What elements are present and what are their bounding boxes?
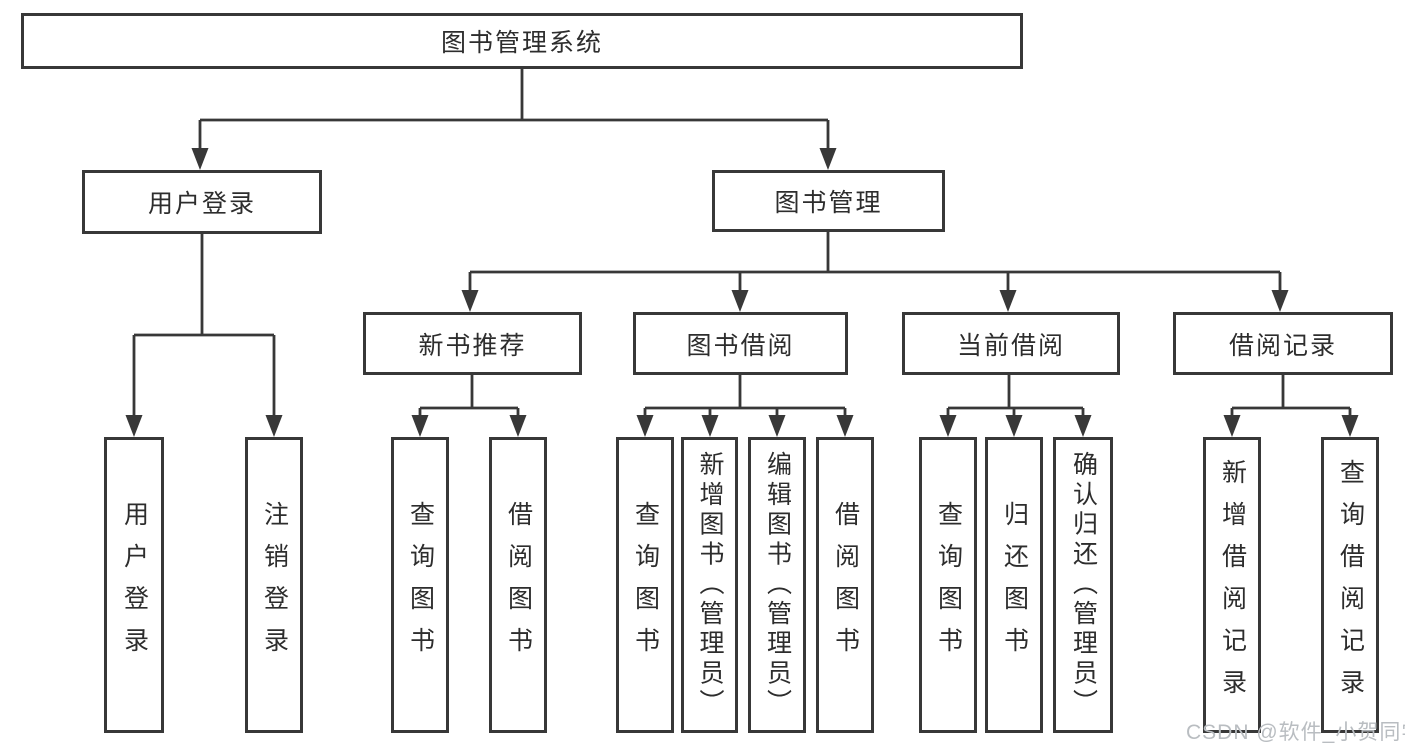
node-label-leaf-logout: 注销登录 bbox=[260, 501, 289, 669]
node-leaf-query-books-2: 查询图书 bbox=[616, 437, 674, 733]
arrowhead-down-icon bbox=[509, 415, 527, 437]
node-leaf-confirm-return: 确认归还（管理员） bbox=[1053, 437, 1113, 733]
node-book-borrowing: 图书借阅 bbox=[633, 312, 848, 375]
node-leaf-add-books: 新增图书（管理员） bbox=[681, 437, 738, 733]
node-user-login: 用户登录 bbox=[82, 170, 322, 234]
node-leaf-return-books: 归还图书 bbox=[985, 437, 1043, 733]
node-label-leaf-query-borrow-record: 查询借阅记录 bbox=[1336, 459, 1365, 711]
arrowhead-down-icon bbox=[411, 415, 429, 437]
node-leaf-add-borrow-record: 新增借阅记录 bbox=[1203, 437, 1261, 733]
node-current-borrowing: 当前借阅 bbox=[902, 312, 1120, 375]
node-label-leaf-query-books-1: 查询图书 bbox=[406, 501, 435, 669]
node-leaf-borrow-books-2: 借阅图书 bbox=[816, 437, 874, 733]
node-label-book-management: 图书管理 bbox=[774, 189, 883, 217]
node-leaf-borrow-books-1: 借阅图书 bbox=[489, 437, 547, 733]
node-leaf-edit-books: 编辑图书（管理员） bbox=[748, 437, 806, 733]
arrowhead-down-icon bbox=[125, 415, 143, 437]
arrowhead-down-icon bbox=[731, 290, 749, 312]
node-root: 图书管理系统 bbox=[21, 13, 1023, 69]
arrowhead-down-icon bbox=[768, 415, 786, 437]
node-label-root: 图书管理系统 bbox=[440, 29, 603, 57]
node-label-book-borrowing: 图书借阅 bbox=[686, 331, 795, 360]
arrowhead-down-icon bbox=[1074, 415, 1092, 437]
arrowhead-down-icon bbox=[701, 415, 719, 437]
node-label-user-login: 用户登录 bbox=[147, 190, 256, 218]
arrowhead-down-icon bbox=[999, 290, 1017, 312]
watermark: CSDN @软件_小贺同学 bbox=[1186, 721, 1405, 744]
arrowhead-down-icon bbox=[939, 415, 957, 437]
node-label-leaf-query-books-3: 查询图书 bbox=[934, 501, 963, 669]
node-label-leaf-borrow-books-1: 借阅图书 bbox=[504, 501, 533, 669]
node-label-leaf-edit-books: 编辑图书（管理员） bbox=[763, 451, 792, 719]
node-leaf-query-books-3: 查询图书 bbox=[919, 437, 977, 733]
arrowhead-down-icon bbox=[636, 415, 654, 437]
node-leaf-query-books-1: 查询图书 bbox=[391, 437, 449, 733]
arrowhead-down-icon bbox=[1271, 290, 1289, 312]
arrowhead-down-icon bbox=[191, 148, 209, 170]
arrowhead-down-icon bbox=[836, 415, 854, 437]
arrowhead-down-icon bbox=[265, 415, 283, 437]
node-label-current-borrowing: 当前借阅 bbox=[956, 331, 1065, 360]
node-label-leaf-borrow-books-2: 借阅图书 bbox=[831, 501, 860, 669]
node-label-leaf-add-borrow-record: 新增借阅记录 bbox=[1218, 459, 1247, 711]
node-leaf-logout: 注销登录 bbox=[245, 437, 303, 733]
node-leaf-user-login: 用户登录 bbox=[104, 437, 164, 733]
node-label-new-book-recommend: 新书推荐 bbox=[418, 331, 527, 360]
node-book-management: 图书管理 bbox=[712, 170, 945, 232]
node-label-leaf-query-books-2: 查询图书 bbox=[631, 501, 660, 669]
arrowhead-down-icon bbox=[1223, 415, 1241, 437]
node-label-leaf-user-login: 用户登录 bbox=[120, 501, 149, 669]
node-new-book-recommend: 新书推荐 bbox=[363, 312, 582, 375]
node-borrowing-records: 借阅记录 bbox=[1173, 312, 1393, 375]
node-label-leaf-confirm-return: 确认归还（管理员） bbox=[1069, 451, 1098, 719]
node-label-leaf-return-books: 归还图书 bbox=[1000, 501, 1029, 669]
node-label-leaf-add-books: 新增图书（管理员） bbox=[696, 451, 724, 719]
node-label-borrowing-records: 借阅记录 bbox=[1228, 331, 1337, 360]
node-leaf-query-borrow-record: 查询借阅记录 bbox=[1321, 437, 1379, 733]
arrowhead-down-icon bbox=[461, 290, 479, 312]
arrowhead-down-icon bbox=[819, 148, 837, 170]
arrowhead-down-icon bbox=[1005, 415, 1023, 437]
arrowhead-down-icon bbox=[1341, 415, 1359, 437]
